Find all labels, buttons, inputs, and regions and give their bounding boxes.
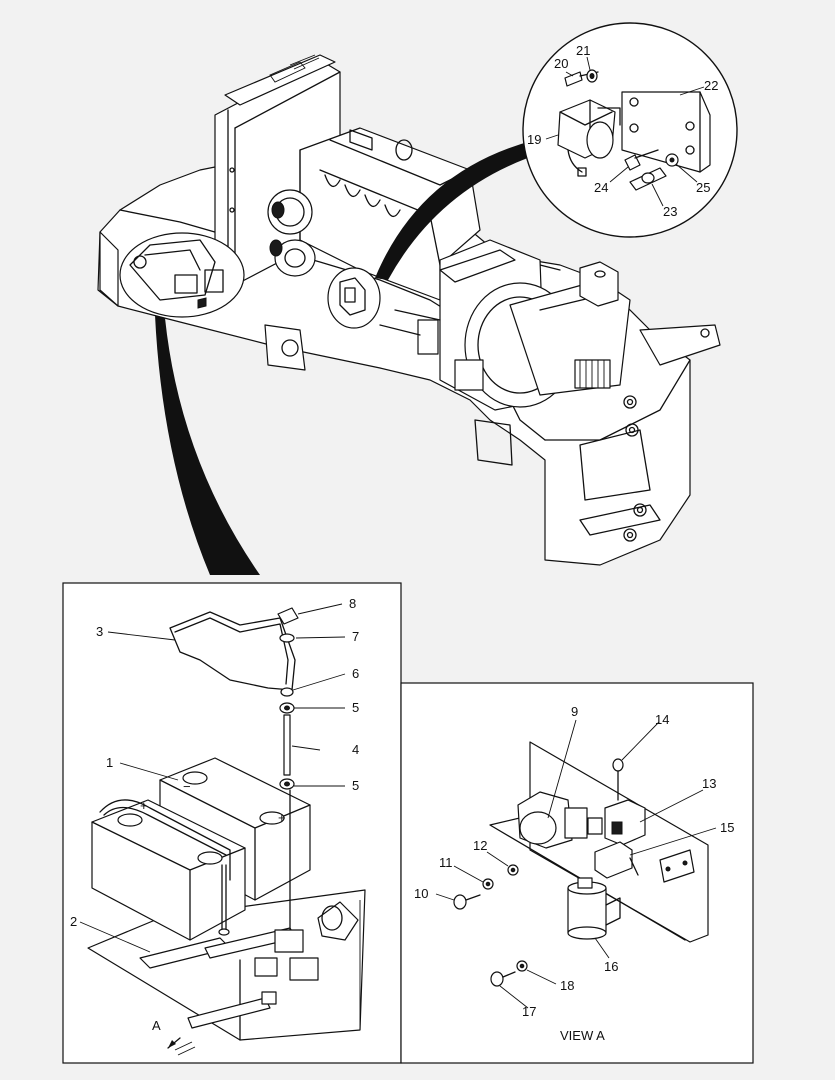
view-arrow-label: A	[152, 1018, 161, 1033]
callout-3: 3	[96, 624, 103, 639]
callout-1: 1	[106, 755, 113, 770]
view-a-label: VIEW A	[560, 1028, 605, 1043]
callout-15: 15	[720, 820, 734, 835]
detail-circle-battery-area	[119, 232, 245, 318]
callout-25: 25	[696, 180, 710, 195]
callout-20: 20	[554, 56, 568, 71]
callout-5-lower: 5	[352, 778, 359, 793]
leader-wedge-to-battery-view	[155, 315, 260, 575]
callout-8: 8	[349, 596, 356, 611]
callout-11: 11	[439, 855, 453, 870]
callout-7: 7	[352, 629, 359, 644]
view-arrow-a	[167, 1037, 196, 1056]
callout-16: 16	[604, 959, 618, 974]
callout-2: 2	[70, 914, 77, 929]
callout-5-upper: 5	[352, 700, 359, 715]
callout-numbers: 1 2 3 4 5 5 6 7 8 9 10 11 12 13 14 15 16…	[70, 43, 734, 1019]
positive-terminal-mark-2: +	[278, 810, 286, 825]
view-a-assembly	[453, 741, 709, 987]
callout-12: 12	[473, 838, 487, 853]
positive-terminal-mark: +	[140, 798, 148, 813]
detail-circle-upper	[522, 22, 738, 238]
callout-9: 9	[571, 704, 578, 719]
callout-leaders	[79, 56, 717, 1009]
callout-13: 13	[702, 776, 716, 791]
callout-19: 19	[527, 132, 541, 147]
engine	[267, 127, 631, 411]
battery-assembly	[87, 607, 366, 1041]
callout-22: 22	[704, 78, 718, 93]
callout-4: 4	[352, 742, 359, 757]
callout-10: 10	[414, 886, 428, 901]
callout-21: 21	[576, 43, 590, 58]
callout-6: 6	[352, 666, 359, 681]
detail-circle-relay-area	[327, 267, 381, 329]
callout-24: 24	[594, 180, 608, 195]
callout-18: 18	[560, 978, 574, 993]
callout-17: 17	[522, 1004, 536, 1019]
callout-23: 23	[663, 204, 677, 219]
callout-14: 14	[655, 712, 669, 727]
negative-terminal-mark: −	[183, 779, 191, 794]
